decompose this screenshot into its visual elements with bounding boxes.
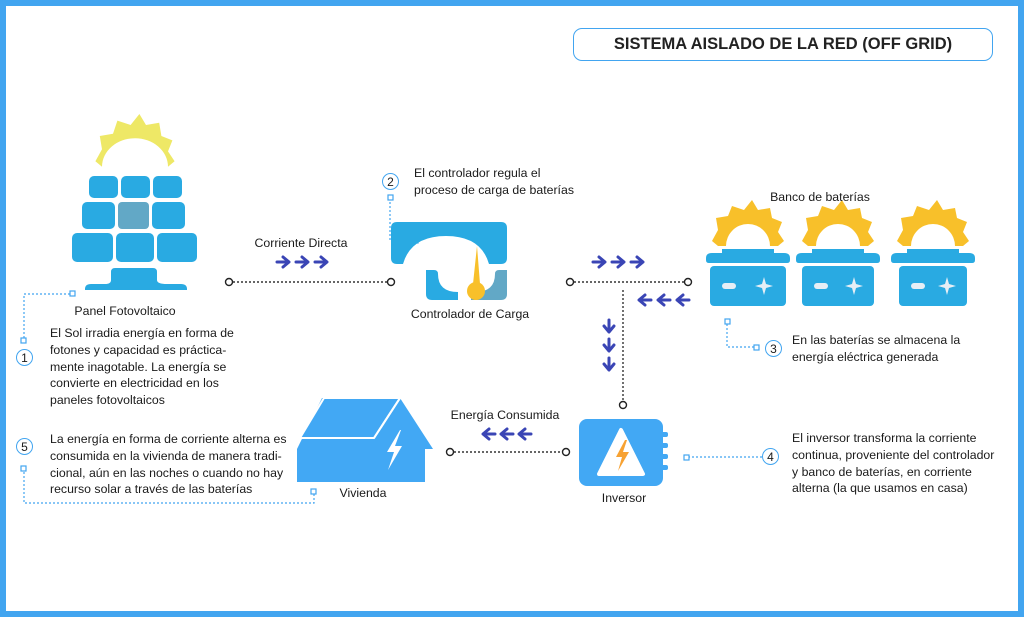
- label-batteries: Banco de baterías: [770, 190, 870, 204]
- battery-bank-icon: [706, 200, 975, 306]
- arrows-down: [602, 318, 616, 372]
- text-line: continua, proveniente del controlador: [792, 447, 995, 462]
- text-line: y banco de baterías, en corriente: [792, 464, 972, 479]
- step-text-1: El Sol irradia energía en forma de fotone…: [50, 325, 234, 409]
- text-line: convierte en electricidad en los: [50, 376, 219, 391]
- step-text-3: En las baterías se almacena la energía el…: [792, 332, 960, 366]
- label-panel: Panel Fotovoltaico: [74, 304, 176, 318]
- text-line: proceso de carga de baterías: [414, 182, 574, 197]
- label-house: Vivienda: [339, 486, 387, 500]
- text-line: mente inagotable. La energía se: [50, 359, 227, 374]
- text-line: El inversor transforma la corriente: [792, 431, 977, 445]
- diagram-title: SISTEMA AISLADO DE LA RED (OFF GRID): [573, 28, 993, 61]
- arrows-dc-right: [275, 255, 329, 269]
- step-badge-1: 1: [16, 349, 33, 366]
- text-line: El Sol irradia energía en forma de: [50, 326, 234, 340]
- step-badge-3: 3: [765, 340, 782, 357]
- step-text-4: El inversor transforma la corriente conti…: [792, 430, 994, 497]
- label-inverter: Inversor: [601, 491, 647, 505]
- arrows-consumed: [481, 427, 533, 441]
- step-badge-2: 2: [382, 173, 399, 190]
- text-line: En las baterías se almacena la: [792, 333, 961, 347]
- text-line: consumida en la vivienda de manera tradi…: [50, 448, 282, 463]
- label-controller: Controlador de Carga: [410, 307, 530, 321]
- step-text-2: El controlador regula el proceso de carga…: [414, 165, 574, 199]
- house-icon: [297, 397, 433, 482]
- solar-panel-icon: [72, 114, 197, 290]
- label-dc-flow: Corriente Directa: [254, 236, 348, 250]
- label-consumed-flow: Energía Consumida: [450, 408, 560, 422]
- step-badge-5: 5: [16, 438, 33, 455]
- text-line: cional, aún en las noches o cuando no ha…: [50, 465, 284, 480]
- text-line: paneles fotovoltaicos: [50, 393, 165, 408]
- text-line: energía eléctrica generada: [792, 349, 939, 364]
- text-line: alterna (la que usamos en casa): [792, 481, 968, 496]
- step-text-5: La energía en forma de corriente alterna…: [50, 431, 287, 498]
- charge-controller-icon: [391, 222, 507, 300]
- text-line: La energía en forma de corriente alterna…: [50, 432, 287, 446]
- text-line: El controlador regula el: [414, 166, 541, 180]
- step-badge-4: 4: [762, 448, 779, 465]
- arrows-to-batteries: [591, 255, 645, 269]
- text-line: fotones y capacidad es práctica-: [50, 342, 227, 357]
- arrows-from-batteries: [637, 293, 691, 307]
- text-line: recurso solar a través de las baterías: [50, 482, 253, 497]
- inverter-icon: [579, 419, 668, 486]
